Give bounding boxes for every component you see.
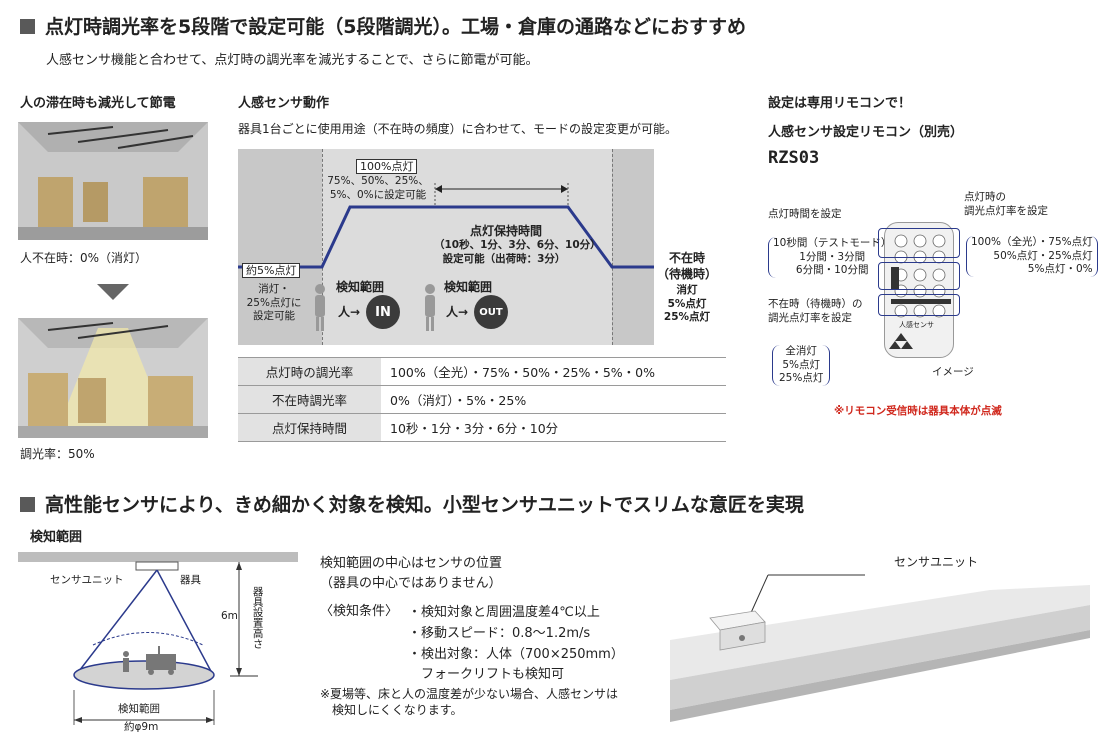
table-row: 不在時調光率 0%（消灯）・5%・25%	[238, 385, 726, 414]
sensor-diagram: 100%点灯 75%、50%、25%、 5%、0%に設定可能 点灯保持時間 （1…	[238, 149, 654, 345]
section1-subtitle: 人感センサ機能と合わせて、点灯時の調光率を減光することで、さらに節電が可能。	[46, 53, 539, 68]
callout-absent-title: 不在時（待機時）の 調光点灯率を設定	[768, 298, 863, 324]
lighting-curve	[238, 183, 654, 331]
sensor-unit-label: センサユニット	[50, 574, 124, 586]
remote-control: 人感センサ	[884, 222, 954, 358]
left-heading: 人の滞在時も減光して節電	[20, 96, 176, 111]
detection-cone-diagram	[18, 552, 298, 725]
fixture-label: 器具	[180, 574, 201, 586]
detect-label-out: 検知範囲	[444, 280, 493, 294]
hold-detail: （10秒、1分、3分、6分、10分） 設定可能（出荷時：3分）	[434, 239, 601, 265]
conditions-list: ・検知対象と周囲温度差4℃以上 ・移動スピード：0.8～1.2m/s ・検出対象…	[408, 605, 624, 683]
table-row: 点灯保持時間 10秒・1分・3分・6分・10分	[238, 413, 726, 442]
height-value: 6m	[221, 610, 238, 622]
callout-box-mid	[878, 262, 960, 290]
remote-product: 人感センサ設定リモコン（別売）	[768, 125, 964, 140]
person-prefix-out: 人→	[446, 305, 469, 319]
right-heading: 設定は専用リモコンで！	[768, 96, 912, 111]
detection-diagram: センサユニット 器具 6m 器具設置高さ 検知範囲 約φ9m	[18, 550, 298, 740]
middle-description: 器具1台ごとに使用用途（不在時の頻度）に合わせて、モードの設定変更が可能。	[238, 122, 678, 136]
person-icon	[315, 284, 325, 331]
warehouse-photo-off	[18, 122, 208, 240]
forklift-icon	[146, 646, 176, 675]
warehouse-photo-on	[18, 318, 208, 438]
out-icon: OUT	[474, 295, 508, 329]
remote-label: 人感センサ	[899, 321, 934, 329]
caption-on: 調光率：50%	[20, 447, 95, 461]
arrow-down-icon	[97, 284, 129, 300]
center-note: 検知範囲の中心はセンサの位置 （器具の中心ではありません）	[320, 556, 503, 592]
header-square-icon	[20, 19, 35, 34]
absent-paren: 消灯 5%点灯 25%点灯	[663, 284, 711, 324]
paren-5: 消灯・ 25%点灯に 設定可能	[246, 283, 302, 323]
conditions-label: 〈検知条件〉	[320, 604, 399, 619]
callout-time-values: 10秒間（テストモード） 1分間・3分間 6分間・10分間	[768, 237, 897, 278]
absent-title: 不在時 （待機時）	[656, 251, 717, 282]
middle-heading: 人感センサ動作	[238, 96, 330, 111]
section2-title: 高性能センサにより、きめ細かく対象を検知。小型センサユニットでスリムな意匠を実現	[20, 490, 804, 517]
hold-title: 点灯保持時間	[470, 224, 543, 238]
remote-buttons-icon	[889, 234, 951, 349]
detect-heading: 検知範囲	[30, 530, 83, 545]
remote-model: RZS03	[768, 148, 820, 168]
range-value: 約φ9m	[124, 721, 159, 733]
table-row: 点灯時の調光率 100%（全光）・75%・50%・25%・5%・0%	[238, 357, 726, 386]
callout-dim-values: 100%（全光）・75%点灯 50%点灯・25%点灯 5%点灯・0%	[966, 236, 1098, 277]
label-100: 100%点灯	[356, 159, 418, 174]
callout-box-top	[878, 228, 960, 258]
spec-table: 点灯時の調光率 100%（全光）・75%・50%・25%・5%・0% 不在時調光…	[238, 357, 726, 442]
remote-note: ※リモコン受信時は器具本体が点滅	[834, 405, 1002, 417]
image-caption: イメージ	[932, 366, 974, 378]
callout-time-title: 点灯時間を設定	[768, 208, 842, 220]
detection-footnote: ※夏場等、床と人の温度差が少ない場合、人感センサは 検知しにくくなります。	[320, 687, 619, 718]
header-square-icon	[20, 497, 35, 512]
caption-off: 人不在時：0%（消灯）	[20, 251, 148, 265]
callout-absent-values: 全消灯 5%点灯 25%点灯	[772, 345, 831, 386]
sensor-unit-product-image: センサユニット	[670, 550, 1090, 730]
paren-100: 75%、50%、25%、 5%、0%に設定可能	[327, 175, 429, 201]
callout-box-bottom	[878, 294, 960, 316]
label-5: 約5%点灯	[242, 263, 301, 278]
detect-label-in: 検知範囲	[336, 280, 385, 294]
callout-dim-title: 点灯時の 調光点灯率を設定	[964, 191, 1048, 217]
height-label: 器具設置高さ	[251, 586, 264, 649]
section1-title: 点灯時調光率を5段階で設定可能（5段階調光）。工場・倉庫の通路などにおすすめ	[20, 12, 746, 39]
in-icon: IN	[366, 295, 400, 329]
person-prefix-in: 人→	[338, 305, 361, 319]
range-label: 検知範囲	[118, 703, 160, 715]
product-sensor-unit-label: センサユニット	[894, 555, 979, 569]
person-icon	[123, 651, 129, 672]
